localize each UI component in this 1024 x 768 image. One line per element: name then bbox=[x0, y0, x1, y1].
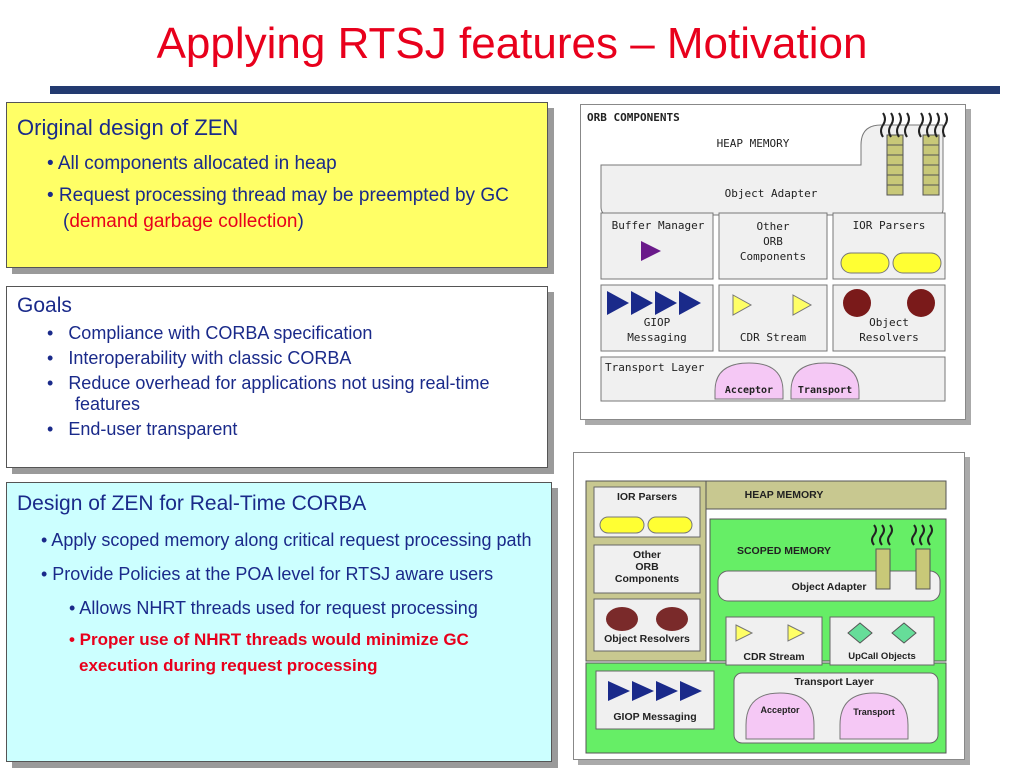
other-orb-box bbox=[718, 212, 828, 280]
cdr-label: CDR Stream bbox=[739, 331, 807, 344]
cdr-icon bbox=[735, 624, 754, 642]
list-item-text: End-user transparent bbox=[68, 419, 238, 439]
acceptor-label: Acceptor bbox=[724, 385, 774, 396]
upcall-label: UpCall Objects bbox=[848, 651, 916, 662]
buffer-manager-label: Buffer Manager bbox=[611, 219, 705, 232]
original-design-box: Original design of ZEN • All components … bbox=[6, 102, 548, 268]
title-rule bbox=[50, 86, 1000, 94]
transport-label: Transport bbox=[797, 385, 853, 396]
list-item: • Compliance with CORBA specification bbox=[47, 323, 373, 343]
buffer-manager-box bbox=[600, 212, 714, 280]
giop-box bbox=[595, 670, 715, 730]
parser-icon bbox=[840, 252, 890, 274]
box-heading: Design of ZEN for Real-Time CORBA bbox=[17, 492, 367, 515]
list-item-text: Reduce overhead for applications not usi… bbox=[68, 373, 490, 414]
slide-title: Applying RTSJ features – Motivation bbox=[156, 19, 868, 68]
orb-diagram-graphics bbox=[600, 112, 948, 402]
cdr-label: CDR Stream bbox=[743, 651, 805, 663]
list-item-text: Compliance with CORBA specification bbox=[68, 323, 373, 343]
cdr-icon bbox=[732, 294, 753, 316]
giop-label: GIOP Messaging bbox=[613, 711, 697, 723]
list-item-text: • Request processing thread may be preem… bbox=[47, 185, 509, 232]
buffer-manager-icon bbox=[641, 241, 661, 261]
list-item: • Reduce overhead for applications not u… bbox=[47, 373, 490, 414]
list-item: • All components allocated in heap bbox=[47, 153, 337, 174]
scoped-memory-label: SCOPED MEMORY bbox=[736, 545, 832, 557]
parser-icon bbox=[647, 516, 693, 534]
diagram-title: ORB COMPONENTS bbox=[587, 111, 680, 124]
transport-layer-label: Transport Layer bbox=[605, 361, 705, 374]
resolver-icon bbox=[907, 289, 935, 317]
highlight-list-item: • Proper use of NHRT threads would minim… bbox=[69, 630, 469, 675]
cdr-stream-box bbox=[718, 284, 828, 352]
thread-icon bbox=[918, 112, 948, 196]
heap-memory-label: HEAP MEMORY bbox=[744, 489, 824, 501]
transport-shape bbox=[790, 362, 860, 400]
resolver-icon bbox=[606, 607, 638, 631]
upcall-icon bbox=[891, 622, 917, 644]
object-adapter-label: Object Adapter bbox=[791, 581, 867, 593]
list-item-text: Interoperability with classic CORBA bbox=[68, 348, 352, 368]
cdr-icon bbox=[792, 294, 813, 316]
thread-icon bbox=[880, 112, 910, 196]
box-heading: Goals bbox=[17, 294, 72, 317]
ior-parsers-label: IOR Parsers bbox=[616, 491, 678, 503]
other-orb-label: Other ORB Components bbox=[739, 220, 807, 263]
transport-label: Transport bbox=[853, 707, 895, 717]
list-item: • Apply scoped memory along critical req… bbox=[41, 530, 532, 550]
object-adapter-label: Object Adapter bbox=[724, 187, 818, 200]
thread-icon bbox=[871, 524, 933, 590]
upcall-icon bbox=[847, 622, 873, 644]
highlight-text: demand garbage collection bbox=[69, 211, 298, 232]
sub-list-item: • Allows NHRT threads used for request p… bbox=[69, 598, 478, 618]
object-resolvers-label: Object Resolvers bbox=[604, 633, 690, 645]
giop-label: GIOP Messaging bbox=[627, 316, 687, 344]
heap-memory-label: HEAP MEMORY bbox=[716, 137, 790, 150]
transport-shape bbox=[839, 692, 909, 740]
rt-corba-design-box: Design of ZEN for Real-Time CORBA • Appl… bbox=[6, 482, 552, 762]
goals-box: Goals • Compliance with CORBA specificat… bbox=[6, 286, 548, 468]
giop-message-icon bbox=[608, 681, 702, 701]
scoped-diagram-graphics bbox=[585, 480, 947, 754]
list-item: • Request processing thread may be preem… bbox=[7, 183, 547, 235]
scoped-memory-diagram: HEAP MEMORY IOR Parsers Other ORB Compon… bbox=[573, 452, 965, 760]
resolver-icon bbox=[656, 607, 688, 631]
list-item: • End-user transparent bbox=[47, 419, 238, 439]
transport-layer-label: Transport Layer bbox=[794, 676, 874, 688]
upcall-objects-box bbox=[829, 616, 935, 666]
parser-icon bbox=[892, 252, 942, 274]
giop-message-icon bbox=[607, 291, 701, 315]
orb-components-diagram: ORB COMPONENTS HEAP MEMORY Object Adapte… bbox=[580, 104, 966, 420]
box-heading: Original design of ZEN bbox=[17, 115, 239, 140]
parser-icon bbox=[599, 516, 645, 534]
list-item-text: ) bbox=[297, 211, 304, 232]
resolver-icon bbox=[843, 289, 871, 317]
other-orb-box bbox=[593, 544, 701, 594]
cdr-icon bbox=[787, 624, 806, 642]
acceptor-label: Acceptor bbox=[760, 705, 800, 715]
ior-parsers-label: IOR Parsers bbox=[852, 219, 926, 232]
other-orb-label: Other ORB Components bbox=[614, 549, 680, 585]
object-resolvers-label: Object Resolvers bbox=[859, 316, 919, 344]
cdr-stream-box bbox=[725, 616, 823, 666]
acceptor-shape bbox=[745, 692, 815, 740]
list-item: • Provide Policies at the POA level for … bbox=[41, 564, 494, 584]
list-item: • Interoperability with classic CORBA bbox=[47, 348, 352, 368]
acceptor-shape bbox=[714, 362, 784, 400]
